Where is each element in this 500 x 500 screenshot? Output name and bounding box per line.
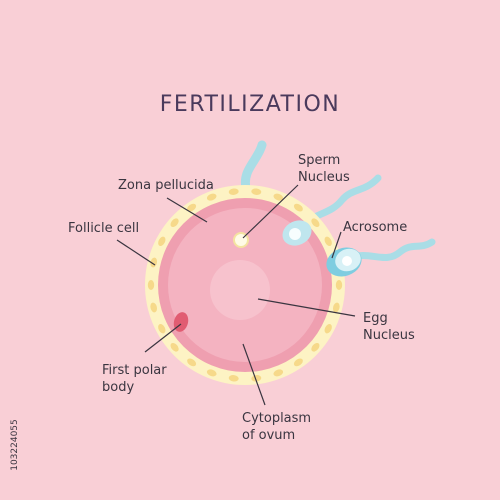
leader-polar-body xyxy=(144,323,182,353)
leader-egg-nucleus xyxy=(257,298,356,317)
leader-sperm-nucleus xyxy=(242,184,299,239)
follicle-cell xyxy=(311,218,320,228)
egg-nucleus xyxy=(210,260,270,320)
follicle-cell xyxy=(251,375,262,382)
follicle-cell xyxy=(324,324,332,334)
sperm-head-far-right-core xyxy=(342,256,352,266)
follicle-cell xyxy=(147,280,155,290)
follicle-cell xyxy=(293,358,303,367)
leader-lines xyxy=(116,184,356,406)
label-first-polar-body: First polar body xyxy=(102,363,167,395)
follicle-cell xyxy=(158,324,166,334)
follicle-cell xyxy=(324,236,332,246)
follicle-cell xyxy=(293,203,303,212)
leader-acrosome xyxy=(331,231,342,259)
stock-id: 103224055 xyxy=(10,419,20,471)
follicle-cell xyxy=(273,193,284,201)
follicle-cell xyxy=(170,218,179,228)
follicle-cell xyxy=(332,302,340,313)
follicle-cell xyxy=(150,302,158,313)
diagram-title: FERTILIZATION xyxy=(159,92,341,117)
follicle-cell xyxy=(150,257,158,268)
follicle-cell xyxy=(170,342,179,352)
follicle-cell xyxy=(335,280,343,290)
label-sperm-nucleus: Sperm Nucleus xyxy=(298,153,350,185)
sperm-head-right-core xyxy=(289,228,301,240)
follicle-cell xyxy=(187,358,197,367)
label-follicle-cell: Follicle cell xyxy=(68,221,140,236)
follicle-cell xyxy=(206,369,217,377)
leader-cytoplasm xyxy=(242,343,266,406)
leader-follicle-cell xyxy=(116,239,156,266)
label-zona-pellucida: Zona pellucida xyxy=(118,178,214,193)
label-acrosome: Acrosome xyxy=(343,220,408,235)
label-egg-nucleus: Egg Nucleus xyxy=(363,311,415,343)
follicle-cell xyxy=(206,193,217,201)
follicle-cell xyxy=(273,369,284,377)
label-cytoplasm: Cytoplasm of ovum xyxy=(242,411,312,443)
follicle-cell xyxy=(311,342,320,352)
follicle-cell xyxy=(251,188,262,195)
leader-zona-pellucida xyxy=(166,197,208,223)
sperm-tail-far-right xyxy=(346,238,436,262)
follicle-cell xyxy=(228,188,239,195)
follicle-cell xyxy=(158,236,166,246)
follicle-cell xyxy=(228,375,239,382)
follicle-cell xyxy=(187,203,197,212)
